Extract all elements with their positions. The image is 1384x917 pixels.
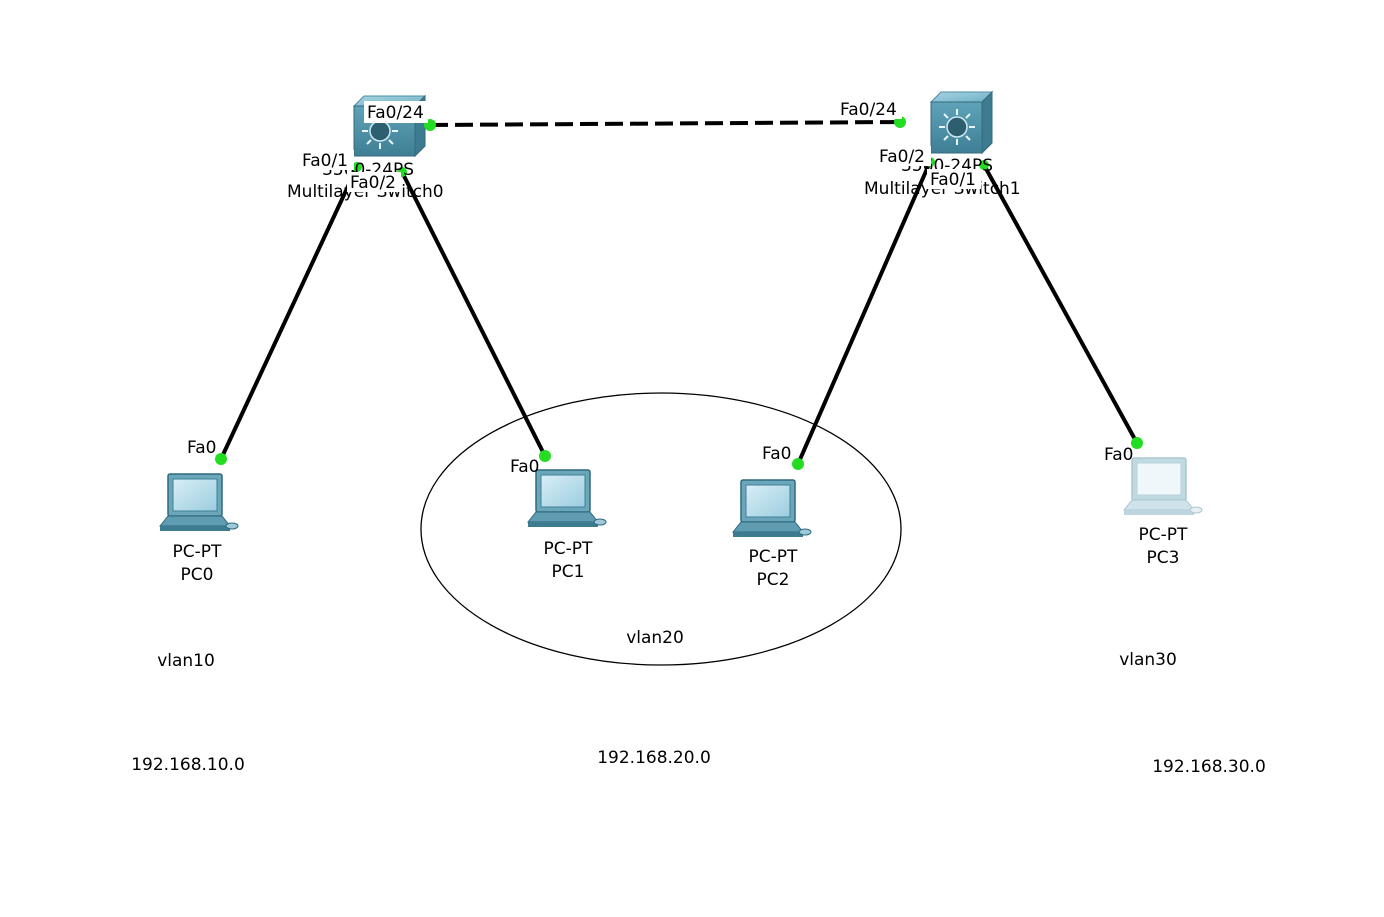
- port-label-sw0-fa0-2: Fa0/2: [350, 173, 396, 193]
- vlan10-note: vlan10: [157, 651, 215, 671]
- port-label-pc2-fa0: Fa0: [762, 444, 791, 464]
- port-label-pc1-fa0: Fa0: [510, 457, 539, 477]
- port-label-sw1-fa0-1: Fa0/1: [930, 170, 976, 190]
- port-label-sw0-fa0-1: Fa0/1: [302, 151, 348, 171]
- pc0-name-label: PC0: [181, 565, 214, 585]
- network-20-note: 192.168.20.0: [597, 748, 711, 768]
- link-sw1-pc2[interactable]: [796, 161, 932, 465]
- pc0-computer-icon[interactable]: [158, 473, 239, 531]
- port-up-indicator: [539, 450, 551, 462]
- vlan20-boundary: [420, 392, 902, 666]
- multilayer-switch-1[interactable]: [929, 90, 994, 155]
- link-sw0-pc0[interactable]: [219, 166, 359, 460]
- link-sw0-pc1[interactable]: [400, 171, 547, 457]
- port-label-sw0-fa0-24: Fa0/24: [367, 103, 424, 123]
- pc2-name-label: PC2: [757, 570, 790, 590]
- port-up-indicator: [352, 162, 362, 172]
- pc1-name-label: PC1: [552, 562, 585, 582]
- switch-router-icon: [939, 109, 975, 145]
- link-sw1-pc3[interactable]: [982, 164, 1139, 444]
- trunk-link[interactable]: [429, 120, 901, 127]
- pc2-computer-icon[interactable]: [731, 479, 812, 537]
- vlan30-note: vlan30: [1119, 650, 1177, 670]
- port-label-pc0-fa0: Fa0: [187, 438, 216, 458]
- network-30-note: 192.168.30.0: [1152, 757, 1266, 777]
- pc1-computer-icon[interactable]: [526, 469, 607, 527]
- pc3-computer-icon[interactable]: [1122, 457, 1203, 515]
- pc2-model-label: PC-PT: [749, 547, 799, 567]
- port-up-indicator: [792, 458, 804, 470]
- pc0-model-label: PC-PT: [173, 542, 223, 562]
- port-up-indicator: [215, 453, 227, 465]
- pc3-model-label: PC-PT: [1139, 525, 1189, 545]
- port-label-sw1-fa0-2: Fa0/2: [879, 147, 925, 167]
- network-10-note: 192.168.10.0: [131, 755, 245, 775]
- pc1-model-label: PC-PT: [544, 539, 594, 559]
- port-up-indicator: [979, 160, 989, 170]
- vlan20-note: vlan20: [626, 628, 684, 648]
- pc3-name-label: PC3: [1147, 548, 1180, 568]
- port-up-indicator: [1131, 437, 1143, 449]
- port-label-sw1-fa0-24: Fa0/24: [840, 100, 897, 120]
- port-label-pc3-fa0: Fa0: [1104, 445, 1133, 465]
